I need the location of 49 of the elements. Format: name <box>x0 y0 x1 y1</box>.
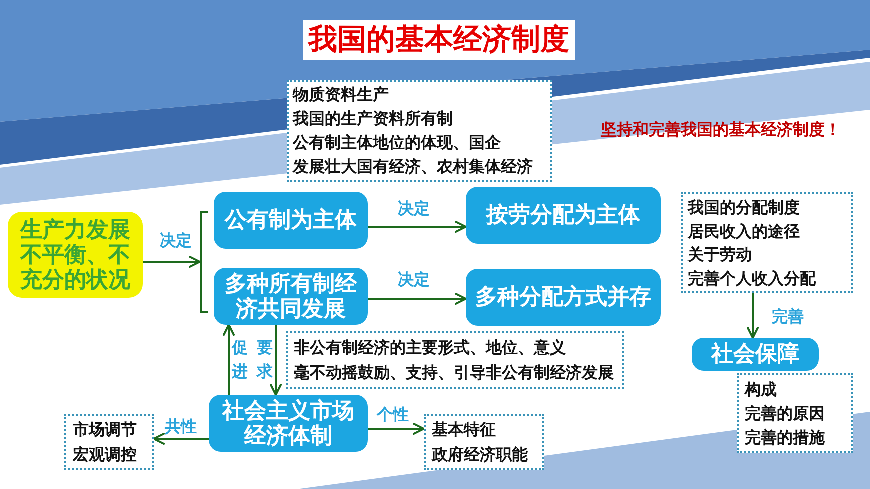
edge-label: 决定 <box>398 199 430 219</box>
arrow <box>143 256 201 268</box>
arrow <box>270 325 282 396</box>
note-text: 构成 <box>745 379 778 401</box>
note-text: 完善的原因 <box>745 403 826 425</box>
note-box <box>287 80 552 182</box>
note-text: 宏观调控 <box>73 444 138 466</box>
concept-box: 按劳分配为主体 <box>466 187 661 244</box>
note-text: 居民收入的途径 <box>688 220 801 242</box>
note-box <box>681 192 853 293</box>
arrow <box>368 221 467 233</box>
note-text: 完善的措施 <box>745 427 826 449</box>
note-text: 关于劳动 <box>688 244 753 266</box>
arrow <box>153 433 209 445</box>
note-box <box>64 414 154 470</box>
slogan-text: 坚持和完善我国的基本经济制度！ <box>601 120 841 140</box>
edge-label: 个性 <box>377 405 409 425</box>
bracket <box>200 211 208 313</box>
arrow <box>368 293 467 305</box>
edge-label: 决定 <box>398 270 430 290</box>
concept-box: 多种所有制经济共同发展 <box>214 268 368 325</box>
concept-box: 社会保障 <box>692 338 819 371</box>
concept-box: 公有制为主体 <box>214 192 368 249</box>
edge-label: 促进 <box>232 337 248 383</box>
note-text: 我国的分配制度 <box>688 197 801 219</box>
edge-label: 决定 <box>160 231 192 251</box>
note-text: 完善个人收入分配 <box>688 268 818 290</box>
note-text: 我国的生产资料所有制 <box>293 108 454 130</box>
title: 我国的基本经济制度 <box>303 20 575 60</box>
edge-label: 要求 <box>257 337 273 383</box>
highlight-box: 生产力发展不平衡、不充分的状况 <box>8 212 143 298</box>
note-text: 基本特征 <box>432 419 497 441</box>
note-text: 物质资料生产 <box>293 84 390 106</box>
note-text: 毫不动摇鼓励、支持、引导非公有制经济发展 <box>294 362 615 384</box>
edge-label: 共性 <box>165 417 197 437</box>
arrow <box>368 423 425 435</box>
edge-label: 完善 <box>772 307 804 327</box>
note-text: 政府经济职能 <box>432 444 529 466</box>
concept-box: 社会主义市场经济体制 <box>209 395 368 452</box>
concept-box: 多种分配方式并存 <box>466 269 661 326</box>
note-text: 非公有制经济的主要形式、地位、意义 <box>294 337 567 359</box>
note-box <box>424 414 544 470</box>
arrow <box>223 324 235 395</box>
note-text: 市场调节 <box>73 419 138 441</box>
note-text: 公有制主体地位的体现、国企 <box>293 132 502 154</box>
arrow <box>747 293 759 339</box>
note-text: 发展壮大国有经济、农村集体经济 <box>293 156 534 178</box>
note-box <box>286 331 624 389</box>
note-box <box>737 373 853 453</box>
